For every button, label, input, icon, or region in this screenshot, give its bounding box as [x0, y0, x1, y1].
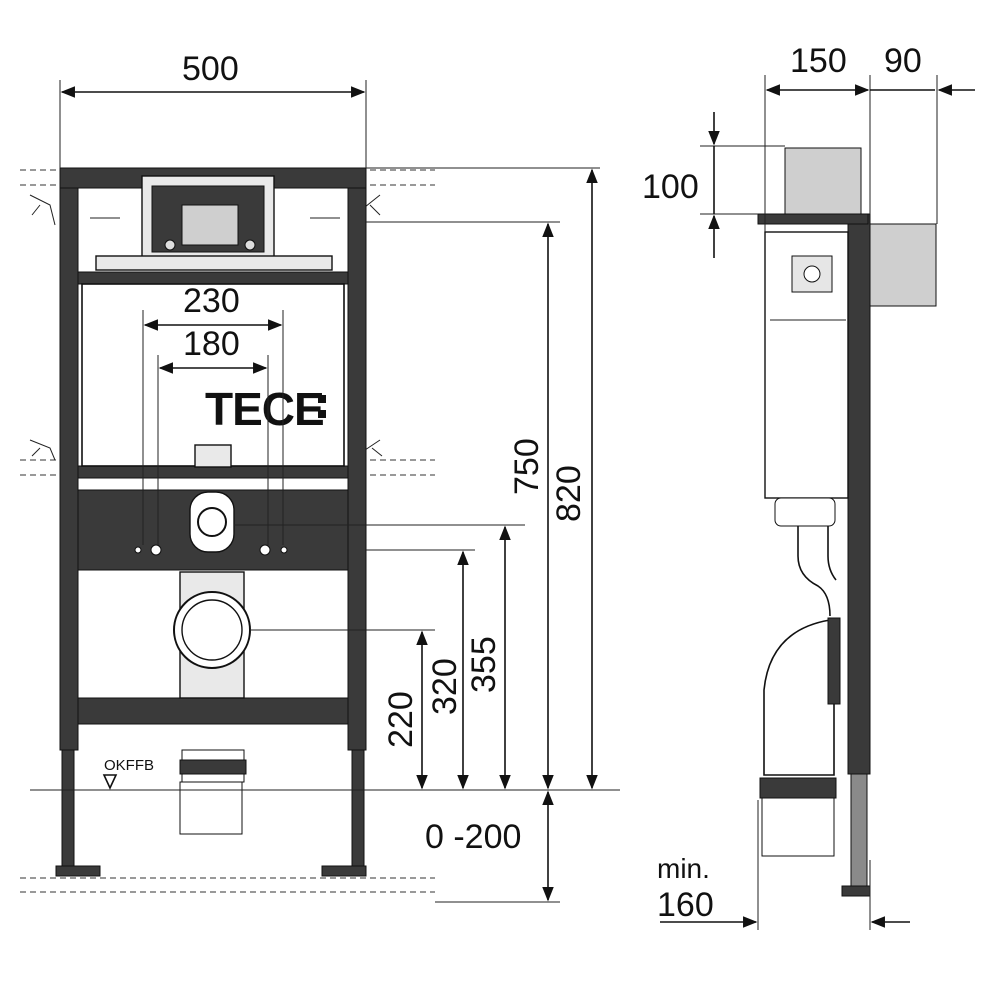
wall-plate-top: [784, 147, 862, 215]
height-820-label: 820: [550, 465, 588, 522]
min-label: min.: [657, 853, 710, 884]
side-cistern: [764, 231, 849, 617]
height-320-label: 320: [426, 658, 464, 715]
mounting-bolt-icon: [134, 544, 288, 556]
wall-plate-side: [869, 223, 937, 307]
min-160-label: 160: [657, 886, 714, 924]
spacing-230-label: 230: [183, 282, 240, 320]
flush-valve: [194, 444, 232, 468]
plate-height-100-label: 100: [642, 168, 699, 206]
depth-150-label: 150: [790, 42, 847, 80]
brand-dot-icon: [318, 395, 326, 403]
height-750-label: 750: [508, 438, 546, 495]
brand-text: TECE: [205, 383, 324, 435]
floor-adjust-label: 0 -200: [425, 818, 521, 856]
front-view: TECE: [20, 50, 620, 903]
side-leg: [850, 773, 868, 893]
floor-marker-label: OKFFB: [104, 757, 154, 774]
side-drain-elbow: [759, 617, 841, 857]
side-frame-post: [847, 213, 871, 775]
spacing-180-label: 180: [183, 325, 240, 363]
height-355-label: 355: [465, 636, 503, 693]
depth-90-label: 90: [884, 42, 922, 80]
width-500-label: 500: [182, 50, 239, 88]
flush-pipe-outlet: [189, 491, 235, 553]
brand-dot-icon: [318, 410, 326, 418]
wall-hatching: [20, 169, 435, 893]
height-220-label: 220: [382, 691, 420, 748]
floor-level-icon: [102, 774, 118, 790]
installation-frame: [55, 167, 367, 877]
drain-connector: [173, 571, 251, 835]
flush-plate: [95, 175, 333, 271]
side-view: 150 90 100 min. 160: [642, 42, 975, 930]
brand-logo: TECE: [205, 383, 326, 435]
